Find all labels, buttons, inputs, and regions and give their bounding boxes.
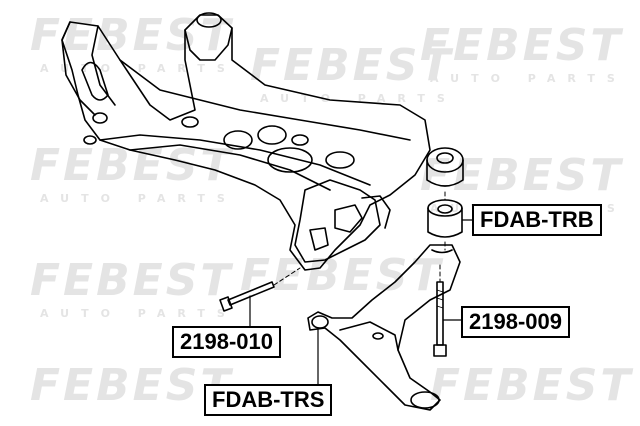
bolt-2198-009 xyxy=(433,281,447,357)
subframe xyxy=(61,12,431,271)
part-label-2198-009[interactable]: 2198-009 xyxy=(461,306,570,338)
part-label-2198-010[interactable]: 2198-010 xyxy=(172,326,281,358)
part-label-fdab-trb[interactable]: FDAB-TRB xyxy=(472,204,602,236)
guide-lines xyxy=(273,191,446,286)
control-arm xyxy=(307,244,461,411)
bushing-mounted xyxy=(426,147,464,187)
part-label-fdab-trs[interactable]: FDAB-TRS xyxy=(204,384,333,416)
bushing-fdab-trb xyxy=(427,199,463,238)
bolt-2198-010 xyxy=(219,281,275,312)
